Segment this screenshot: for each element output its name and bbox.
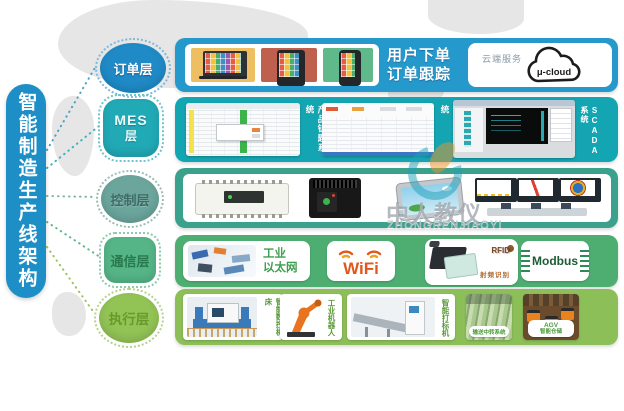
map-shape bbox=[52, 292, 86, 336]
rfid-box: RFID 射频识别 bbox=[425, 239, 518, 285]
cloud-name-text: μ-cloud bbox=[537, 67, 572, 78]
hmi-touch-panel bbox=[395, 176, 465, 222]
wifi-logo-box: WiFi bbox=[327, 241, 395, 281]
conveyor-label: 输送中转系统 bbox=[472, 329, 506, 336]
ethernet-label: 工业 以太网 bbox=[263, 248, 298, 274]
agv-label-line2: 智能仓储 bbox=[539, 328, 562, 335]
exec-layer-label: 执行层 bbox=[94, 288, 164, 348]
order-caption: 用户下单 订单跟踪 bbox=[387, 46, 451, 84]
rfid-logo-text: RFID bbox=[491, 246, 510, 255]
control-devices-panel bbox=[183, 174, 611, 222]
rfid-caption: 射频识别 bbox=[480, 272, 510, 279]
main-title-bar: 智能制造生产线架构 bbox=[6, 84, 46, 298]
conveyor-box: 输送中转系统 bbox=[466, 294, 512, 340]
marker-label: 智能打标机 bbox=[441, 299, 450, 337]
comm-layer-text: 通信层 bbox=[110, 253, 150, 269]
comm-layer-label: 通信层 bbox=[99, 232, 161, 288]
control-room bbox=[475, 178, 601, 218]
control-layer-text: 控制层 bbox=[110, 192, 150, 208]
agv-label-line1: AGV bbox=[543, 321, 559, 329]
plc-device bbox=[195, 180, 289, 218]
comm-layer-band: 工业 以太网 WiFi RFID 射频识别 Modbus bbox=[175, 235, 618, 287]
control-layer-band bbox=[175, 168, 618, 228]
order-layer-text: 订单层 bbox=[113, 61, 153, 77]
main-title: 智能制造生产线架构 bbox=[15, 92, 37, 290]
industrial-ethernet-box: 工业 以太网 bbox=[183, 241, 310, 281]
control-layer-label: 控制层 bbox=[96, 170, 164, 228]
wifi-icon: WiFi bbox=[338, 250, 382, 277]
monitor-bar-chart bbox=[475, 178, 517, 202]
mes-layer-text-line1: MES bbox=[114, 112, 148, 128]
order-caption-line2: 订单跟踪 bbox=[387, 66, 452, 83]
industrial-robot-box: 工业机器人 bbox=[280, 294, 342, 340]
marking-machine-box: 智能打标机 bbox=[347, 294, 455, 340]
cnc-label: 智能数控机床 bbox=[264, 298, 284, 336]
inverter-device bbox=[309, 178, 361, 218]
map-shape bbox=[52, 96, 94, 176]
order-caption-line1: 用户下单 bbox=[387, 47, 452, 64]
product-key-system-screenshot bbox=[186, 103, 300, 156]
ethernet-photo bbox=[188, 245, 256, 277]
robot-label: 工业机器人 bbox=[327, 299, 336, 337]
monitor-line-chart bbox=[517, 178, 559, 202]
tablet-illustration bbox=[261, 48, 317, 86]
modbus-logo-box: Modbus bbox=[521, 241, 589, 281]
exec-layer-text: 执行层 bbox=[108, 312, 150, 327]
scada-screenshot bbox=[453, 100, 575, 158]
rfid-logo-ball bbox=[507, 245, 514, 252]
dialog-popup bbox=[216, 124, 264, 141]
cloud-service-label: 云端服务 bbox=[482, 54, 523, 64]
order-layer-band: 用户下单 订单跟踪 云端服务 μ-cloud bbox=[175, 38, 618, 92]
modbus-speed-lines bbox=[580, 250, 589, 272]
devices-panel bbox=[185, 44, 379, 86]
scada-system-label: SCADA系统 bbox=[580, 106, 599, 156]
exec-layer-band: 智能数控机床 工业机器人 智能打标机 输送中转系统 bbox=[175, 289, 618, 345]
mes-layer-band: 产品钥匙系统 工序控制系统 SCADA系统 bbox=[175, 97, 618, 162]
laptop-illustration bbox=[191, 48, 255, 82]
process-control-system-screenshot bbox=[322, 103, 434, 156]
order-layer-label: 订单层 bbox=[95, 38, 171, 98]
mes-layer-text-line2: 层 bbox=[124, 129, 137, 143]
modbus-text: Modbus bbox=[532, 254, 578, 268]
mes-layer-label: MES 层 bbox=[98, 94, 164, 162]
cnc-machine-box: 智能数控机床 bbox=[183, 294, 284, 340]
map-shape bbox=[428, 0, 524, 34]
robot-photo bbox=[287, 299, 322, 337]
cloud-icon: μ-cloud bbox=[527, 46, 581, 83]
cloud-service-box: 云端服务 μ-cloud bbox=[468, 43, 612, 87]
control-desk bbox=[487, 203, 587, 216]
wifi-text: WiFi bbox=[343, 259, 379, 277]
phone-illustration bbox=[323, 48, 373, 86]
marking-machine-photo bbox=[351, 297, 435, 337]
cnc-machine-photo bbox=[187, 297, 257, 337]
modbus-speed-lines bbox=[521, 250, 530, 272]
monitor-pie-chart bbox=[559, 178, 601, 202]
agv-box: AGV 智能仓储 bbox=[523, 294, 579, 340]
